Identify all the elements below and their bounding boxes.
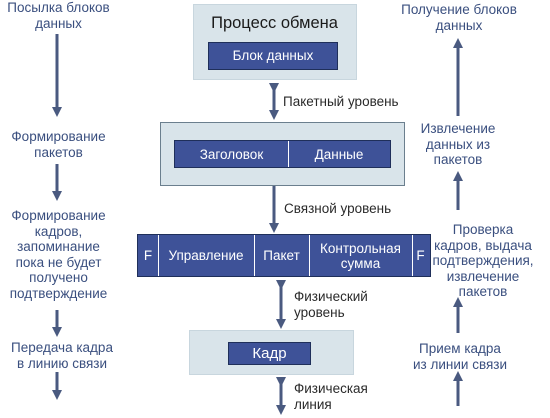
packet-separator [288, 141, 289, 167]
right-step-extract-data: Извлечение данных из пакетов [420, 121, 496, 167]
physical-frame-box: Кадр [189, 330, 354, 375]
frame-box: F Управление Пакет Контрольная сумма F [137, 234, 431, 277]
left-step-form-packets: Формирование пакетов [11, 129, 106, 160]
right-step-receive-blocks: Получение блоков данных [401, 2, 517, 33]
process-exchange-box: Процесс обмена Блок данных [193, 4, 357, 80]
physical-level-label: Физический уровень [294, 289, 368, 320]
packet-level-label: Пакетный уровень [283, 94, 399, 109]
frame-separator [158, 235, 159, 276]
packet-header-cell: Заголовок [199, 146, 264, 162]
right-step-check-frames: Проверка кадров, выдача подтверждения, и… [432, 222, 534, 299]
data-block-box: Блок данных [208, 42, 338, 70]
physical-line-label: Физическая линия [294, 381, 368, 412]
link-level-label: Связной уровень [284, 201, 392, 216]
frame-packet-cell: Пакет [263, 248, 300, 263]
physical-frame-cell: Кадр [228, 342, 311, 365]
packet-data-cell: Данные [314, 146, 364, 162]
left-step-form-frames: Формирование кадров, запоминание пока не… [9, 208, 108, 301]
process-exchange-title: Процесс обмена [211, 14, 338, 32]
right-step-receive-frame: Прием кадра из линии связи [413, 341, 507, 372]
frame-separator [309, 235, 310, 276]
frame-separator [412, 235, 413, 276]
packet-fields: Заголовок Данные [174, 140, 391, 168]
frame-flag-start: F [143, 248, 153, 263]
frame-flag-end: F [416, 248, 425, 263]
left-step-send-blocks: Посылка блоков данных [7, 0, 110, 31]
frame-separator [254, 235, 255, 276]
left-step-transmit-frame: Передача кадра в линию связи [11, 340, 113, 371]
physical-frame-label: Кадр [252, 344, 287, 362]
frame-checksum-cell: Контрольная сумма [320, 240, 401, 271]
frame-control-cell: Управление [168, 248, 244, 263]
packet-box: Заголовок Данные [160, 122, 405, 186]
data-block-label: Блок данных [232, 48, 314, 63]
